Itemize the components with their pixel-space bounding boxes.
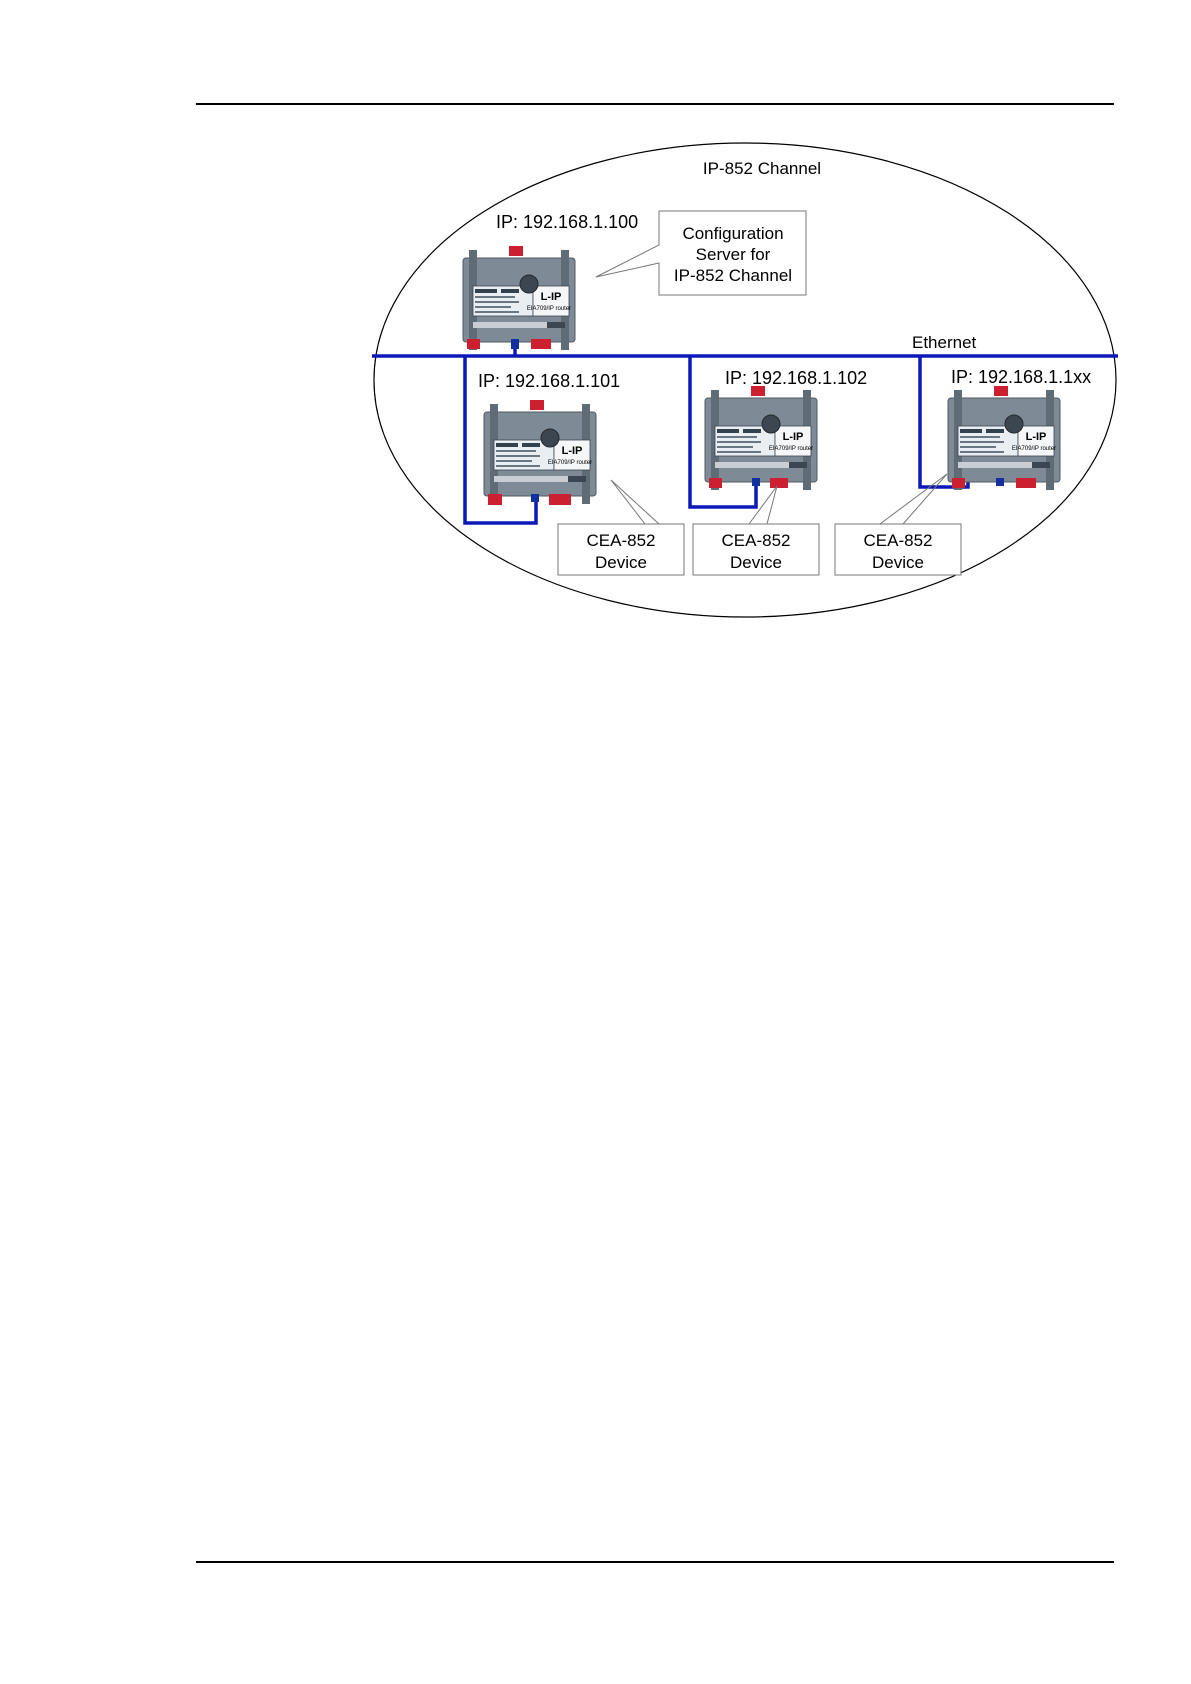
- diagram-label: CEA-852: [587, 531, 656, 550]
- config-server-ip: IP: 192.168.1.100: [496, 212, 638, 232]
- router-2: [705, 386, 817, 490]
- diagram-label: Device: [595, 553, 647, 572]
- config-server-router: [463, 246, 575, 350]
- callout-line-1: Configuration: [682, 224, 783, 243]
- callout-line-3: IP-852 Channel: [674, 266, 792, 285]
- ethernet-label: Ethernet: [912, 333, 977, 352]
- channel-label: IP-852 Channel: [703, 159, 821, 178]
- router-1-ip: IP: 192.168.1.101: [478, 371, 620, 391]
- router-3: [948, 386, 1060, 490]
- router-2-ip: IP: 192.168.1.102: [725, 368, 867, 388]
- diagram-label: Device: [730, 553, 782, 572]
- router-3-ip: IP: 192.168.1.1xx: [951, 367, 1091, 387]
- router-1: [484, 400, 596, 504]
- device-callout-3: CEA-852 Device: [835, 474, 961, 575]
- diagram-label: CEA-852: [722, 531, 791, 550]
- callout-line-2: Server for: [696, 245, 771, 264]
- diagram-label: Device: [872, 553, 924, 572]
- diagram-label: CEA-852: [864, 531, 933, 550]
